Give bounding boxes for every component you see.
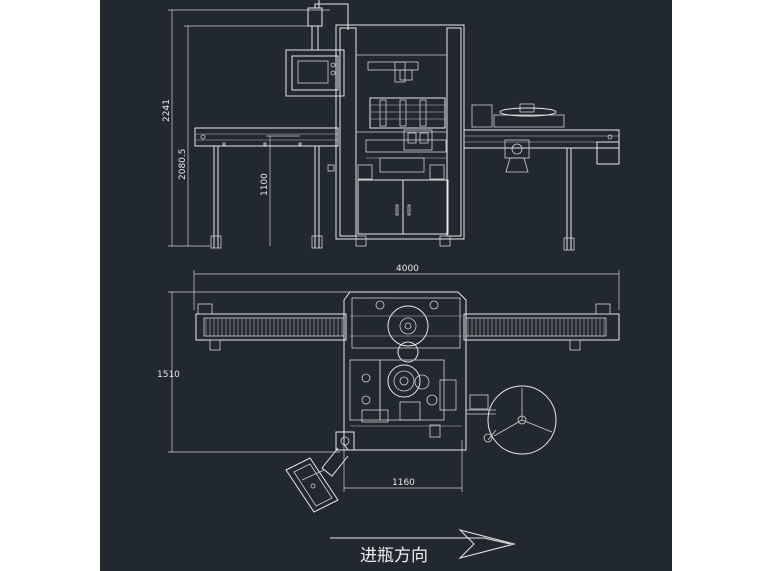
flow-direction-label: 进瓶方向 [360,546,428,566]
drawing-canvas: 2241 2080.5 1100 4000 1510 1160 进瓶方向 [100,0,672,571]
flow-direction: 进瓶方向 [330,529,516,566]
dim-conveyor-top-height: 2080.5 [178,149,188,181]
dimension-labels: 2241 2080.5 1100 4000 1510 1160 [157,99,419,488]
dim-body-width: 1160 [392,478,415,488]
dim-overall-length: 4000 [396,264,419,274]
front-elevation [168,0,620,251]
dim-overall-height: 2241 [162,99,172,122]
cad-drawing: 2241 2080.5 1100 4000 1510 1160 进瓶方向 [157,0,620,566]
dim-conveyor-height: 1100 [260,173,270,196]
plan-view [168,270,620,513]
flow-arrow-icon [458,529,516,559]
dim-overall-depth: 1510 [157,370,180,380]
